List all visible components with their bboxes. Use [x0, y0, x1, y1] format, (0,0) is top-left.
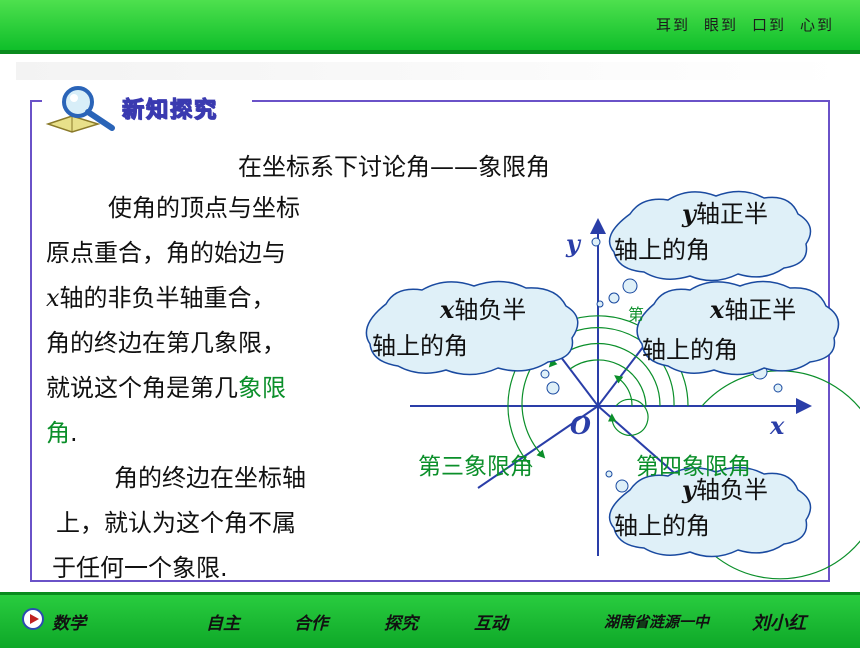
- author-name: 刘小红: [752, 613, 806, 634]
- y-axis-label: y: [565, 229, 582, 258]
- magnifier-book-icon: [45, 86, 115, 133]
- nav-item-cooperation[interactable]: 合作: [294, 614, 328, 634]
- cloud-x-negative-line2: 轴上的角: [372, 332, 468, 360]
- nav-item-interact[interactable]: 互动: [474, 614, 508, 634]
- thought-bubbles: [540, 237, 783, 493]
- school-name: 湖南省涟源一中: [604, 613, 710, 631]
- origin-label: O: [570, 411, 591, 440]
- fourth-quadrant-label: 第四象限角: [636, 454, 751, 480]
- cloud-x-positive-line1: x轴正半: [709, 295, 796, 324]
- x-axis-label: x: [769, 411, 785, 440]
- partial-quadrant-label: 第: [628, 305, 644, 324]
- cloud-y-negative-line1: y轴负半: [681, 475, 768, 504]
- cloud-y-positive-line1: y轴正半: [681, 199, 768, 228]
- cloud-x-negative-line1: x轴负半: [439, 295, 526, 324]
- cloud-y-positive-line2: 轴上的角: [614, 236, 710, 264]
- cloud-y-negative-line2: 轴上的角: [614, 512, 710, 540]
- terminal-side-q3: [477, 405, 599, 489]
- cloud-x-positive-line2: 轴上的角: [642, 336, 738, 364]
- cloud-y-negative: [608, 466, 812, 558]
- page-title: 在坐标系下讨论角——象限角: [238, 153, 550, 181]
- cloud-x-negative: [365, 280, 579, 376]
- nav-item-explore[interactable]: 探究: [384, 614, 418, 634]
- definition-paragraph: 使角的顶点与坐标 原点重合，角的始边与 x轴的非负半轴重合， 角的终边在第几象限…: [46, 194, 300, 447]
- cloud-x-positive: [636, 280, 840, 376]
- section-badge: [42, 80, 252, 136]
- third-quadrant-label: 第三象限角: [418, 454, 533, 480]
- motto: 耳到眼到口到心到: [655, 16, 834, 34]
- section-badge-title: 新知探究: [121, 98, 219, 124]
- cloud-y-positive: [608, 190, 812, 282]
- bottom-nav-bar: 数学 自主 合作 探究 互动 湖南省涟源一中 刘小红: [0, 592, 860, 648]
- subject-label: 数学: [52, 614, 86, 634]
- nav-item-autonomy[interactable]: 自主: [206, 614, 240, 634]
- note-paragraph: 角的终边在坐标轴 上，就认为这个角不属 于任何一个象限.: [52, 464, 306, 582]
- decor-stripe: [16, 62, 846, 80]
- play-icon[interactable]: [22, 608, 44, 630]
- top-banner: 耳到眼到口到心到: [0, 0, 860, 54]
